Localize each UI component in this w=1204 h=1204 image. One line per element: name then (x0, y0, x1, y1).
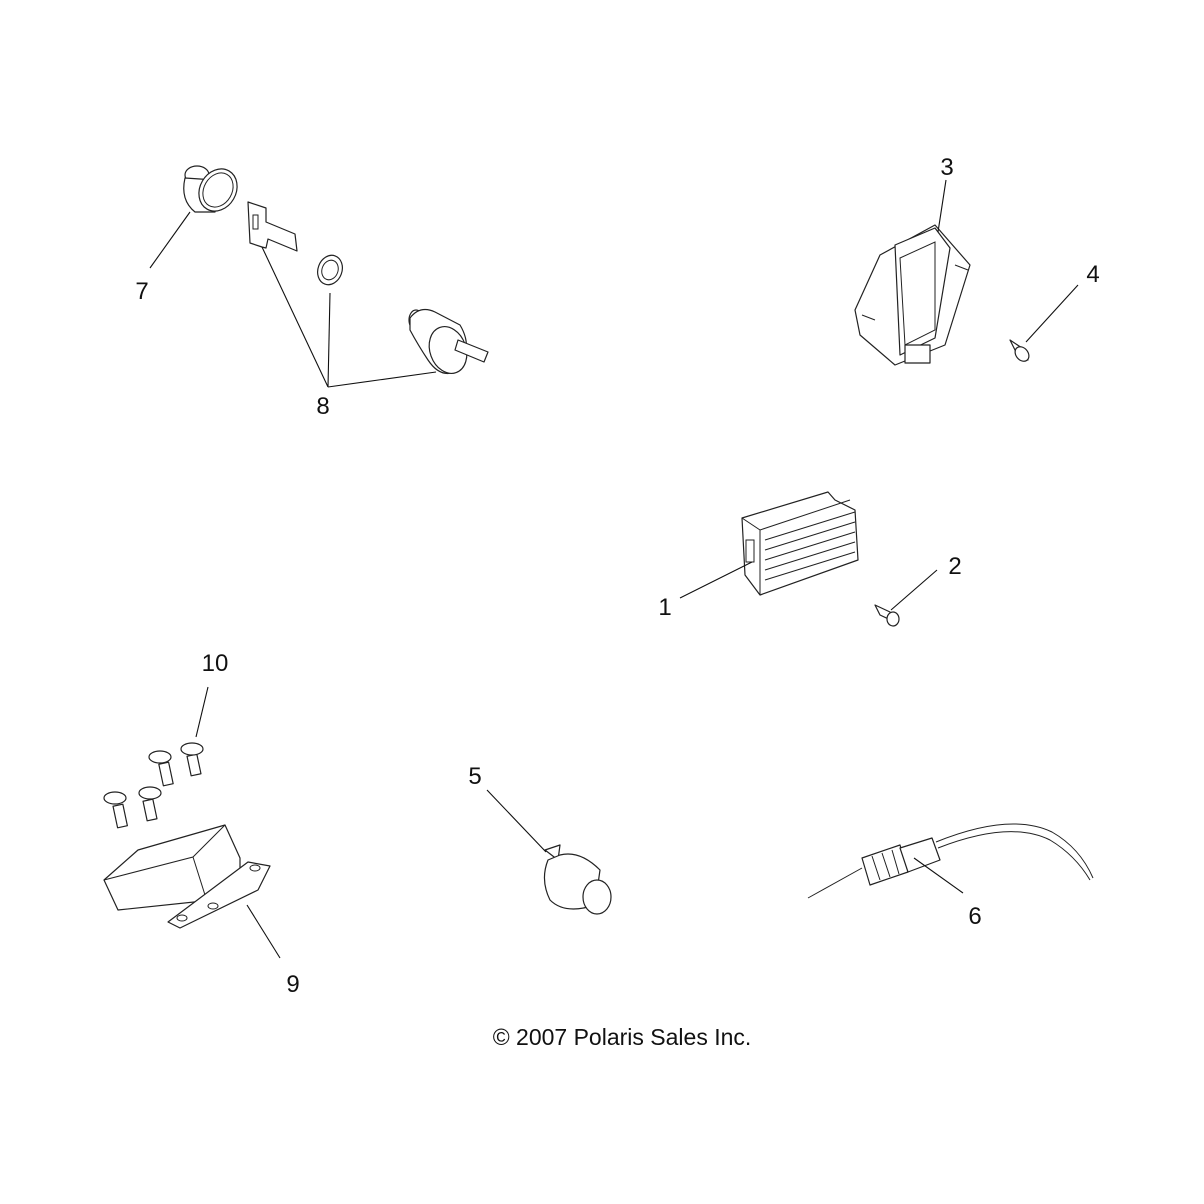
callout-4: 4 (1086, 261, 1099, 288)
copyright-text: © 2007 Polaris Sales Inc. (493, 1024, 752, 1050)
part-1-regulator (741, 491, 859, 596)
callout-10: 10 (202, 650, 229, 677)
callout-5: 5 (468, 763, 481, 790)
leader-lines (149, 179, 1079, 959)
part-9-box (103, 824, 271, 929)
part-8-key-switch-kit (247, 201, 489, 375)
part-3-module (854, 224, 971, 366)
callout-2: 2 (948, 553, 961, 580)
callout-6: 6 (968, 903, 981, 930)
callout-7: 7 (135, 278, 148, 305)
callout-8: 8 (316, 393, 329, 420)
callout-3: 3 (940, 154, 953, 181)
part-6-sensor (807, 823, 1094, 899)
part-4-screw (1009, 339, 1030, 362)
part-5-button (543, 844, 612, 915)
part-2-screw (874, 604, 900, 627)
part-7-cap (183, 165, 238, 213)
part-10-screws (103, 742, 204, 829)
callout-1: 1 (658, 594, 671, 621)
callout-9: 9 (286, 971, 299, 998)
